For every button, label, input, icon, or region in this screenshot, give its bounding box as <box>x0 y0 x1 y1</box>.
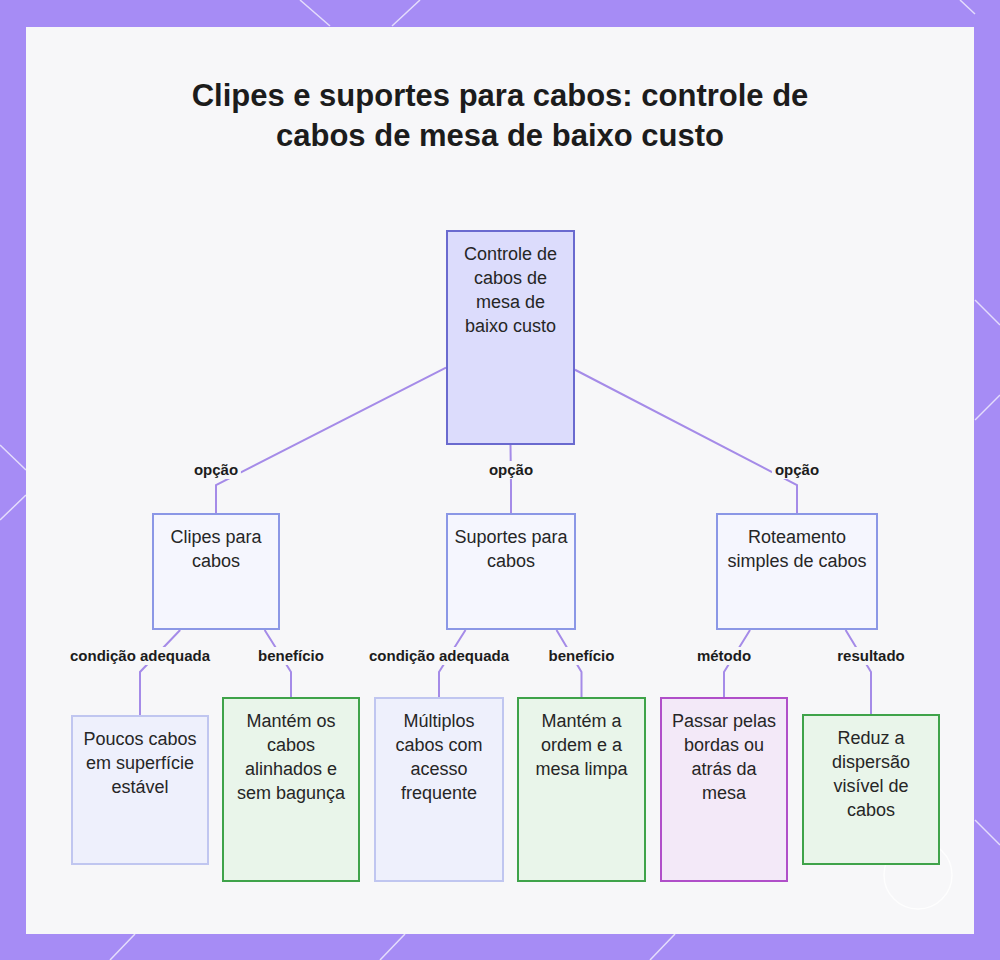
node-text: Controle de cabos de mesa de baixo custo <box>454 242 567 338</box>
option-box: Clipes para cabos <box>152 513 280 630</box>
condition-box: Múltiplos cabos com acesso frequente <box>374 697 504 882</box>
node-text: Mantém a ordem e a mesa limpa <box>525 709 638 781</box>
edge-label: benefício <box>255 647 327 665</box>
benefit-box: Mantém a ordem e a mesa limpa <box>517 697 646 882</box>
connector-line <box>216 368 446 513</box>
node-text: Suportes para cabos <box>454 525 568 573</box>
node-text: Mantém os cabos alinhados e sem bagunça <box>230 709 352 805</box>
edge-label: resultado <box>834 647 908 665</box>
connector-line <box>510 445 513 513</box>
edge-label: opção <box>486 461 536 479</box>
diagram-title: Clipes e suportes para cabos: controle d… <box>180 76 820 156</box>
connector-line <box>140 630 180 715</box>
root-box: Controle de cabos de mesa de baixo custo <box>446 230 575 445</box>
edge-label: opção <box>191 461 241 479</box>
node-text: Clipes para cabos <box>160 525 272 573</box>
connector-line <box>846 630 871 714</box>
node-text: Roteamento simples de cabos <box>724 525 870 573</box>
node-text: Múltiplos cabos com acesso frequente <box>382 709 496 805</box>
benefit-box: Mantém os cabos alinhados e sem bagunça <box>222 697 360 882</box>
node-text: Passar pelas bordas ou atrás da mesa <box>668 709 780 805</box>
edge-label: condição adequada <box>366 647 512 665</box>
edge-label: condição adequada <box>67 647 213 665</box>
edge-label: método <box>694 647 754 665</box>
option-box: Suportes para cabos <box>446 513 576 630</box>
method-box: Passar pelas bordas ou atrás da mesa <box>660 697 788 882</box>
condition-box: Poucos cabos em superfície estável <box>71 715 209 865</box>
node-text: Reduz a dispersão visível de cabos <box>810 726 932 822</box>
result-box: Reduz a dispersão visível de cabos <box>802 714 940 865</box>
edge-label: opção <box>772 461 822 479</box>
edge-label: benefício <box>546 647 618 665</box>
option-box: Roteamento simples de cabos <box>716 513 878 630</box>
node-text: Poucos cabos em superfície estável <box>79 727 201 799</box>
connector-line <box>575 370 797 513</box>
